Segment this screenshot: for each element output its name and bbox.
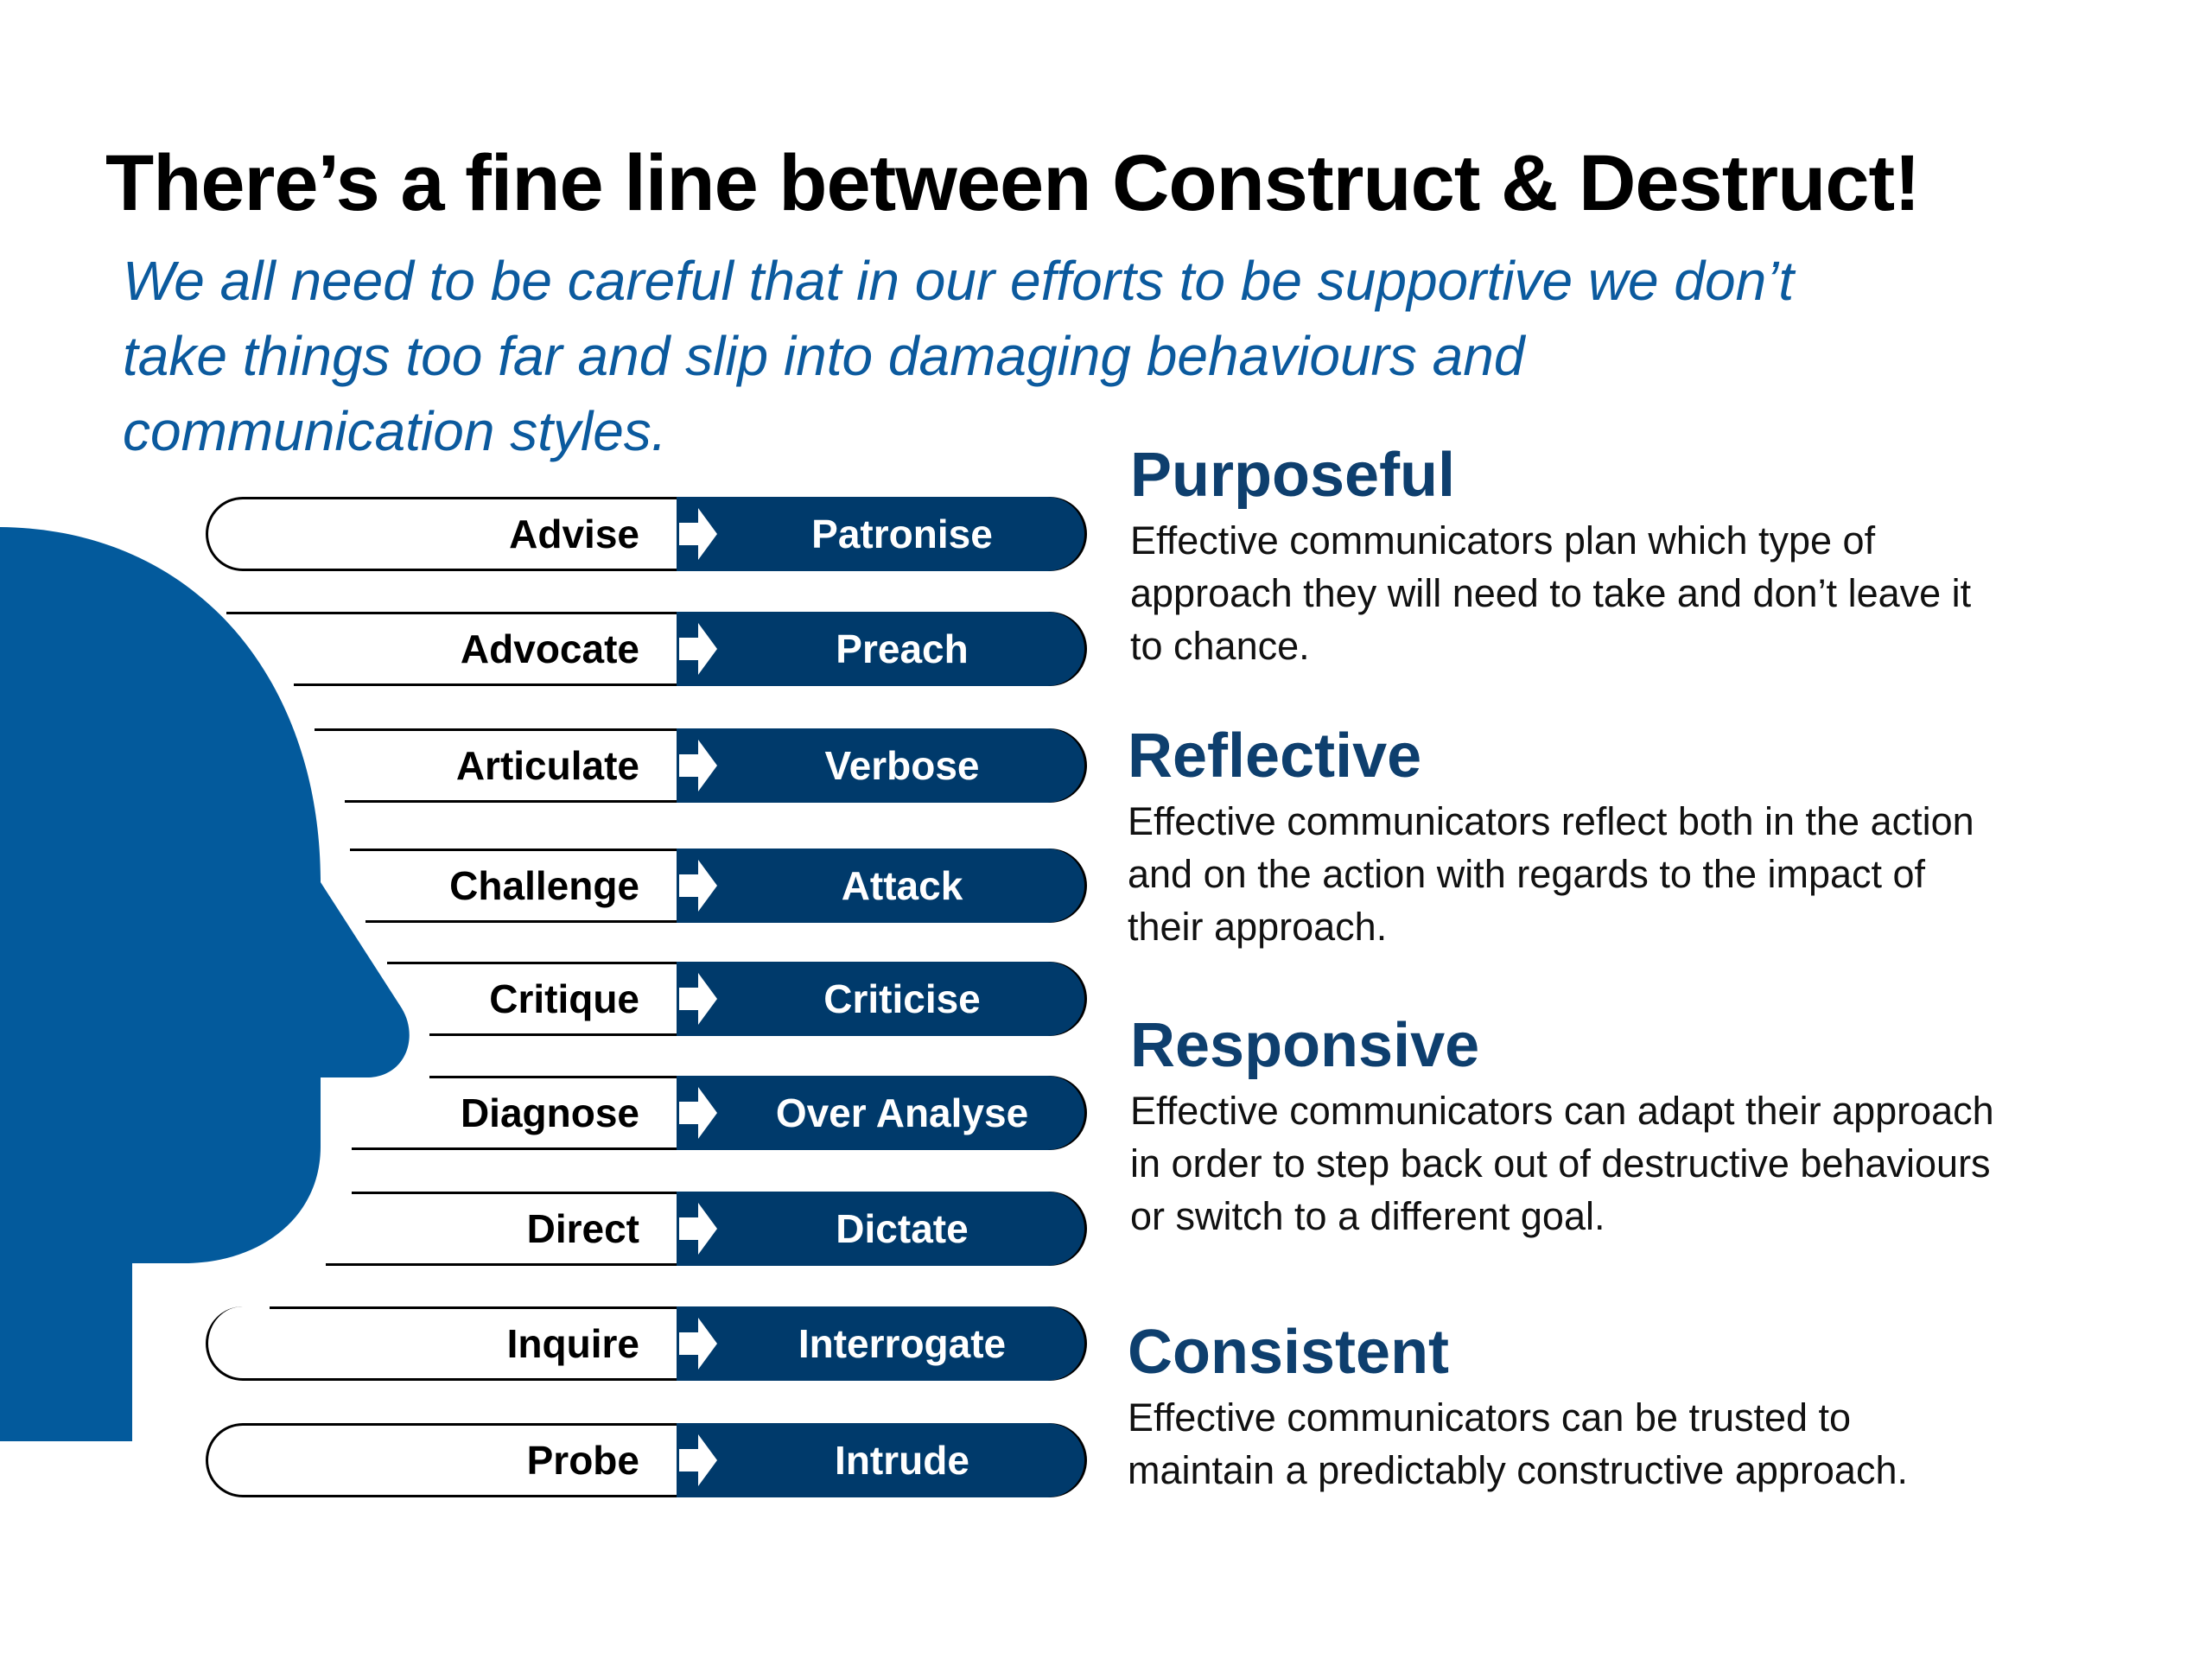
behaviour-row: Challenge Attack <box>0 849 1097 923</box>
arrow-right-icon <box>679 623 717 675</box>
section-heading: Purposeful <box>1130 441 1456 510</box>
behaviour-row: Inquire Interrogate <box>0 1306 1097 1381</box>
destruct-label: Preach <box>836 626 969 671</box>
destruct-label: Attack <box>841 863 963 908</box>
destruct-box: Criticise <box>677 962 1084 1036</box>
section-reflective: Reflective Effective communicators refle… <box>1128 717 2199 953</box>
section-line: maintain a predictably constructive appr… <box>1128 1448 1908 1492</box>
arrow-right-icon <box>679 860 717 912</box>
destruct-label: Dictate <box>836 1206 969 1251</box>
construct-label: Critique <box>489 976 639 1021</box>
destruct-label: Intrude <box>835 1438 969 1483</box>
arrow-right-icon <box>679 1203 717 1255</box>
arrow-right-icon <box>679 508 717 560</box>
arrow-right-icon <box>679 1318 717 1370</box>
destruct-box: Interrogate <box>677 1306 1084 1381</box>
destruct-box: Verbose <box>677 728 1084 803</box>
row-outline <box>206 1423 683 1497</box>
section-heading: Consistent <box>1128 1318 1450 1387</box>
construct-label: Challenge <box>449 863 639 908</box>
arrow-right-icon <box>679 740 717 791</box>
subtitle-line: We all need to be careful that in our ef… <box>123 250 1795 312</box>
section-line: Effective communicators plan which type … <box>1130 518 1876 563</box>
section-line: Effective communicators can adapt their … <box>1130 1089 1994 1133</box>
section-text: Effective communicators can be trusted t… <box>1128 1391 2199 1497</box>
construct-label: Probe <box>526 1438 639 1483</box>
section-text: Effective communicators plan which type … <box>1130 514 2202 672</box>
section-line: their approach. <box>1128 905 1388 949</box>
row-top-line <box>315 728 683 731</box>
behaviour-row: Critique Criticise <box>0 962 1097 1036</box>
row-bottom-line <box>294 683 683 686</box>
row-top-line <box>226 612 683 614</box>
row-top-line <box>387 962 683 964</box>
destruct-label: Criticise <box>823 976 981 1021</box>
page-title: There’s a fine line between Construct & … <box>105 139 1921 227</box>
row-bottom-line <box>345 800 683 803</box>
row-top-line <box>270 1306 683 1309</box>
section-line: Effective communicators can be trusted t… <box>1128 1395 1852 1440</box>
row-bottom-line <box>429 1033 683 1036</box>
behaviour-row: Advocate Preach <box>0 612 1097 686</box>
behaviour-row: Probe Intrude <box>0 1423 1097 1497</box>
section-text: Effective communicators can adapt their … <box>1130 1084 2202 1243</box>
section-consistent: Consistent Effective communicators can b… <box>1128 1313 2199 1497</box>
section-line: to chance. <box>1130 624 1310 668</box>
section-line: Effective communicators reflect both in … <box>1128 799 1974 843</box>
section-line: and on the action with regards to the im… <box>1128 852 1926 896</box>
construct-label: Articulate <box>455 743 639 788</box>
row-outline <box>206 1306 683 1381</box>
arrow-right-icon <box>679 1434 717 1486</box>
destruct-box: Dictate <box>677 1192 1084 1266</box>
destruct-label: Patronise <box>811 512 993 556</box>
destruct-box: Attack <box>677 849 1084 923</box>
row-outline <box>206 497 683 571</box>
section-line: in order to step back out of destructive… <box>1130 1141 1991 1185</box>
section-line: approach they will need to take and don’… <box>1130 571 1972 615</box>
destruct-label: Verbose <box>824 743 980 788</box>
destruct-box: Preach <box>677 612 1084 686</box>
construct-label: Advise <box>509 512 639 556</box>
behaviour-row: Direct Dictate <box>0 1192 1097 1266</box>
subtitle: We all need to be careful that in our ef… <box>123 244 2110 469</box>
construct-label: Diagnose <box>460 1090 639 1135</box>
section-heading: Reflective <box>1128 721 1422 791</box>
section-heading: Responsive <box>1130 1011 1480 1080</box>
construct-label: Direct <box>526 1206 639 1251</box>
construct-label: Advocate <box>460 626 639 671</box>
row-top-line <box>350 849 683 851</box>
section-text: Effective communicators reflect both in … <box>1128 795 2199 953</box>
row-top-line <box>352 1192 683 1194</box>
behaviour-row: Articulate Verbose <box>0 728 1097 803</box>
row-bottom-line <box>365 920 683 923</box>
section-responsive: Responsive Effective communicators can a… <box>1130 1007 2202 1243</box>
arrow-right-icon <box>679 973 717 1025</box>
row-top-line <box>429 1076 683 1078</box>
destruct-box: Patronise <box>677 497 1084 571</box>
destruct-label: Over Analyse <box>775 1090 1029 1135</box>
behaviour-row: Advise Patronise <box>0 497 1097 571</box>
subtitle-line: communication styles. <box>123 400 667 462</box>
destruct-box: Over Analyse <box>677 1076 1084 1150</box>
section-line: or switch to a different goal. <box>1130 1194 1605 1238</box>
row-bottom-line <box>352 1147 683 1150</box>
section-purposeful: Purposeful Effective communicators plan … <box>1130 436 2202 672</box>
behaviour-row: Diagnose Over Analyse <box>0 1076 1097 1150</box>
arrow-right-icon <box>679 1087 717 1139</box>
subtitle-line: take things too far and slip into damagi… <box>123 325 1525 387</box>
destruct-box: Intrude <box>677 1423 1084 1497</box>
destruct-label: Interrogate <box>798 1321 1007 1366</box>
row-bottom-line <box>326 1263 683 1266</box>
construct-label: Inquire <box>506 1321 639 1366</box>
